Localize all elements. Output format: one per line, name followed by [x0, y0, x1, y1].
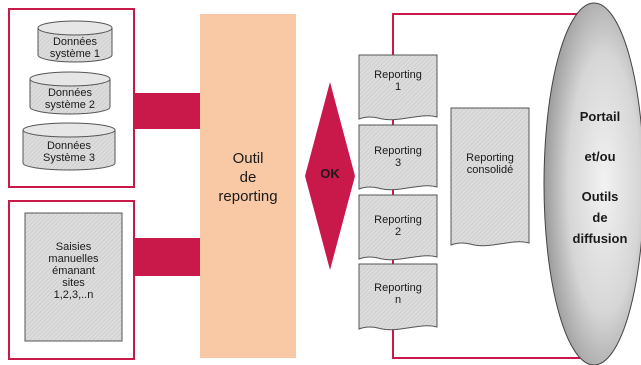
manual-entry-label: Saisies manuelles émanant sites 1,2,3,..…: [48, 241, 99, 302]
report-doc-2: [358, 194, 438, 261]
manual-entry-box: [24, 212, 123, 342]
report-label-3: Reporting 3: [374, 145, 422, 169]
consolidated-report-doc: [450, 107, 530, 247]
report-doc-n: [358, 263, 438, 331]
report-doc-3: [358, 124, 438, 191]
database-icon-2: [29, 71, 111, 115]
portal-label-line3: Outils: [581, 189, 619, 204]
database-label-2: Données système 2: [44, 87, 96, 111]
portal-label-line1: Portail: [579, 109, 621, 124]
portal-label-line5: diffusion: [572, 231, 628, 246]
portal-label-line2: et/ou: [584, 149, 616, 164]
ok-diamond: [305, 82, 355, 270]
manual-entry-frame: [8, 200, 135, 360]
reporting-tool-box: [200, 14, 296, 358]
database-label-3: Données Système 3: [43, 140, 95, 164]
ok-label: OK: [320, 166, 340, 181]
consolidated-report-label: Reporting consolidé: [466, 152, 514, 176]
report-doc-1: [358, 54, 438, 121]
systems-frame: [8, 8, 135, 188]
database-icon-1: [37, 20, 113, 63]
database-icon-3: [22, 122, 116, 171]
portal-oval: [543, 2, 641, 365]
database-label-1: Données système 1: [49, 36, 101, 60]
report-label-2: Reporting 2: [374, 214, 422, 238]
report-label-1: Reporting 1: [374, 69, 422, 93]
portal-label-line4: de: [592, 210, 608, 225]
report-label-n: Reporting n: [374, 282, 422, 306]
reporting-tool-label: Outil de reporting: [218, 150, 278, 205]
